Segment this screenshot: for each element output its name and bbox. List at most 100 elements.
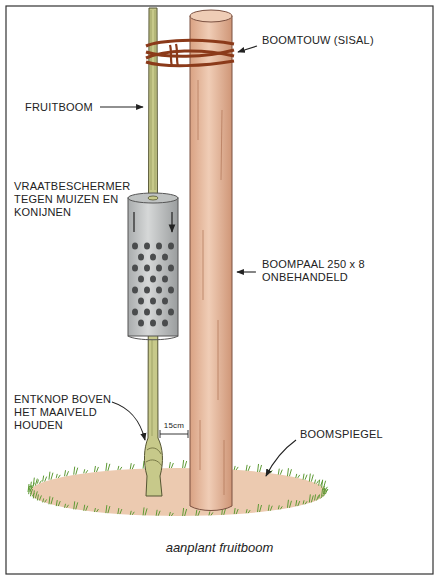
dimension-line <box>160 430 188 438</box>
grass-blade <box>49 472 53 480</box>
grass-blade <box>309 494 313 502</box>
grass-blade <box>303 474 307 480</box>
caption: aanplant fruitboom <box>6 540 433 555</box>
guard-hole <box>132 308 138 315</box>
dimension-label: 15cm <box>159 421 189 431</box>
slide-arrow <box>134 212 172 232</box>
guard-hole <box>138 275 144 282</box>
grass-blade <box>94 466 98 472</box>
graft-union <box>146 448 162 466</box>
guard-label: VRAATBESCHERMER TEGEN MUIZEN EN KONIJNEN <box>14 180 124 219</box>
guard-holes <box>132 242 174 326</box>
grass-blade <box>268 505 272 511</box>
guard-hole <box>132 286 138 293</box>
grass-blade <box>118 508 122 514</box>
grass-blade <box>118 466 122 470</box>
guard-hole <box>144 264 150 271</box>
guard-hole <box>156 286 162 293</box>
frame <box>6 6 433 574</box>
guard-body <box>128 198 178 336</box>
guard-hole <box>138 297 144 304</box>
grass-blade <box>169 512 173 516</box>
leader-arrow <box>266 440 296 476</box>
rope-strand <box>146 51 234 58</box>
guard-hole <box>168 308 174 315</box>
grass-blade <box>287 468 291 476</box>
tree-pole <box>190 16 232 511</box>
pole-top <box>190 10 232 22</box>
tree-spiegel <box>30 468 326 516</box>
guard-hole <box>168 242 174 249</box>
rope-strand <box>146 61 234 66</box>
grass-blade <box>84 469 88 473</box>
grass-blade <box>234 466 238 470</box>
trunk-in-guard <box>148 196 158 200</box>
grass-blade <box>209 511 213 515</box>
grass-blade <box>303 500 307 504</box>
guard-hole <box>150 319 156 326</box>
grass-blade <box>315 494 319 500</box>
grass-blade <box>278 469 282 475</box>
guard-hole <box>168 286 174 293</box>
grass-blade <box>49 496 53 504</box>
guard-hole <box>144 242 150 249</box>
rope <box>146 40 234 66</box>
rope-label: BOOMTOUW (SISAL) <box>262 34 382 47</box>
grass-blade <box>319 494 323 498</box>
guard-hole <box>162 275 168 282</box>
grass-blade <box>169 462 173 468</box>
grass-blade <box>315 480 319 484</box>
grass-blade <box>37 480 41 484</box>
pole-grain <box>198 80 224 495</box>
guard-hole <box>144 308 150 315</box>
guard-hole <box>144 286 150 293</box>
grass-blade <box>74 501 78 509</box>
grass-blade <box>43 476 47 482</box>
grass-blade <box>258 504 262 512</box>
grass-blade <box>296 474 300 478</box>
grass-blade <box>296 500 300 506</box>
guard-hole <box>168 264 174 271</box>
grass-blade <box>183 460 187 468</box>
guard-hole <box>156 242 162 249</box>
guard-hole <box>162 297 168 304</box>
guard-hole <box>162 253 168 260</box>
guard-hole <box>156 264 162 271</box>
grass-blade <box>196 510 200 516</box>
guard-hole <box>132 242 138 249</box>
grass-blade <box>278 505 282 509</box>
leader-arrow <box>100 106 143 107</box>
spiegel-label: BOOMSPIEGEL <box>300 428 410 441</box>
grass-blade <box>43 498 47 502</box>
grass-blade <box>74 467 78 475</box>
grass-blade <box>143 507 147 515</box>
grass-blade <box>94 508 98 512</box>
guard-top <box>128 193 178 203</box>
grass-blade <box>130 463 134 469</box>
grass-blade <box>156 510 160 516</box>
grass-blade <box>106 505 110 513</box>
leader-arrow <box>238 46 257 52</box>
grass-blade <box>258 464 262 472</box>
guard-hole <box>150 297 156 304</box>
guard-hole <box>138 253 144 260</box>
grass-blade <box>28 484 32 492</box>
grass-blade <box>65 504 69 508</box>
grass-blade <box>246 509 250 513</box>
rope-strand <box>146 40 234 46</box>
guard-bottom <box>128 336 178 340</box>
grass-blade <box>246 465 250 471</box>
grass-blade <box>130 511 134 515</box>
grass-blade <box>37 494 41 500</box>
grass-blade <box>65 470 69 476</box>
grass-blade <box>234 508 238 514</box>
leader-arrow <box>112 402 145 440</box>
leader-arrow <box>237 271 256 272</box>
grass-blade <box>323 486 327 490</box>
guard-hole <box>162 319 168 326</box>
rope-knot <box>170 44 178 66</box>
grass-blade <box>33 478 37 486</box>
graft-label: ENTKNOP BOVEN HET MAAIVELD HOUDEN <box>14 393 114 432</box>
